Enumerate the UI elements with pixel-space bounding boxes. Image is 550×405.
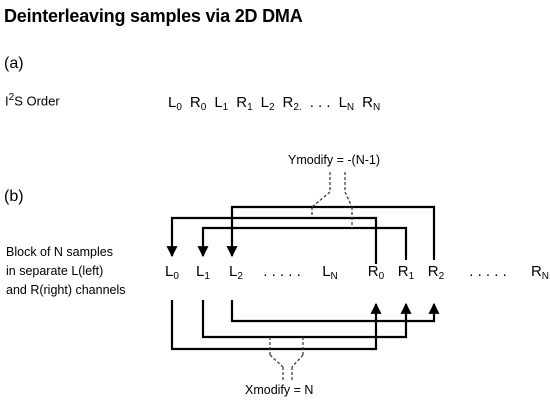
block-label-line-1: Block of N samples — [6, 245, 113, 259]
right-channel-sample: RN — [530, 263, 550, 282]
right-channel-sample: R1 — [397, 263, 415, 282]
xmodify-callout — [269, 337, 304, 380]
x-arrow-l2-to-r2 — [230, 300, 440, 323]
block-label-line-3: and R(right) channels — [6, 283, 126, 297]
diagram-title: Deinterleaving samples via 2D DMA — [4, 6, 303, 26]
i2s-sample: L2 — [260, 94, 275, 113]
xmodify-label: Xmodify = N — [245, 383, 314, 397]
left-channel-sample: LN — [322, 263, 338, 282]
i2s-sample: . . . — [309, 94, 331, 111]
left-channel-sample: L1 — [196, 263, 210, 282]
part-b-label: (b) — [4, 188, 24, 205]
ymodify-label: Ymodify = -(N-1) — [288, 153, 381, 167]
left-channel-sample: L0 — [165, 263, 179, 282]
y-arrow-r2-to-l2 — [226, 205, 436, 260]
right-channel-sample: . . . . . — [469, 263, 507, 280]
i2s-sample: L0 — [168, 94, 182, 113]
block-label: Block of N samples in separate L(left) a… — [6, 243, 126, 300]
i2s-sample: R2. — [282, 94, 302, 113]
part-a-label: (a) — [4, 55, 24, 72]
i2s-sample: L1 — [214, 94, 229, 113]
left-channel-sample: . . . . . — [263, 263, 301, 280]
left-channel-sample: L2 — [229, 263, 243, 282]
block-label-line-2: in separate L(left) — [6, 264, 104, 278]
x-arrow-l0-to-r0 — [170, 300, 382, 351]
y-arrow-r0-to-l0 — [166, 216, 378, 264]
i2s-sequence: L0 R0 L1 R1 L2 R2. . . . LN RN — [168, 94, 388, 113]
i2s-sup: 2 — [8, 92, 15, 103]
i2s-suffix: S Order — [14, 93, 60, 109]
right-channel-sample: R2 — [427, 263, 445, 282]
ymodify-callout — [311, 172, 353, 228]
i2s-sample: R0 — [189, 94, 207, 113]
i2s-sample: RN — [362, 94, 381, 113]
i2s-sample: R1 — [236, 94, 253, 113]
y-arrow-r1-to-l1 — [197, 226, 408, 260]
i2s-sample: LN — [338, 94, 355, 113]
i2s-prefix: I — [5, 93, 9, 109]
i2s-order-label: I2S Order — [5, 92, 60, 108]
right-channel-sample: R0 — [367, 263, 385, 282]
